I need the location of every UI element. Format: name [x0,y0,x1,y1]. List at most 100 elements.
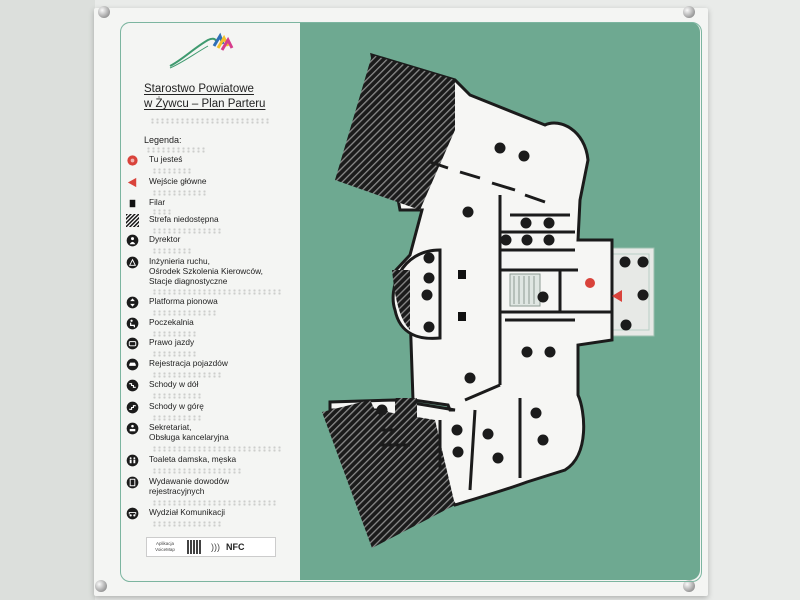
title-line-2: w Żywcu – Plan Parteru [144,98,266,110]
registration-documents-icon [126,476,139,489]
director-icon [126,234,139,247]
braille-text [152,228,222,234]
nfc-strip: Aplikacja VoiceMap ))) NFC [146,537,276,557]
legend-heading: Legenda: [144,135,182,145]
room-icon [543,217,555,229]
braille-text [150,118,270,124]
you-are-here-icon [585,278,595,288]
room-icon [537,434,549,446]
room-icon [637,289,649,301]
legend-item: Strefa niedostępna [126,214,219,227]
room-icon [462,206,474,218]
braille-text [152,168,192,174]
restricted-zone-top [335,55,455,210]
room-icon [452,446,464,458]
legend-label: Schody w górę [149,401,204,411]
legend-label: Platforma pionowa [149,296,218,306]
legend-label: Sekretariat, Obsługa kancelaryjna [149,422,229,442]
braille-text [152,521,222,527]
traffic-engineering-icon [126,256,139,269]
room-icon [423,272,435,284]
restricted-zone-icon [126,214,139,227]
legend-item: Platforma pionowa [126,296,218,309]
braille-text [146,147,206,153]
braille-text [152,289,282,295]
vertical-platform-icon [126,296,139,309]
room-icon [619,256,631,268]
room-icon [520,217,532,229]
logo [168,30,238,75]
legend-item: Sekretariat, Obsługa kancelaryjna [126,422,229,442]
room-icon [500,234,512,246]
legend-item: Schody w górę [126,401,204,414]
room-icon [521,346,533,358]
legend-item: Inżynieria ruchu, Ośrodek Szkolenia Kier… [126,256,263,286]
screw-icon [95,580,107,592]
braille-text [152,446,282,452]
title-line-1: Starostwo Powiatowe [144,83,254,95]
legend-item: Toaleta damska, męska [126,454,236,467]
legend-item: Wydawanie dowodów rejestracyjnych [126,476,229,496]
room-icon [494,142,506,154]
waiting-room-icon [126,317,139,330]
wall-background [0,0,95,600]
legend-item: Wydział Komunikacji [126,507,225,520]
legend-label: Dyrektor [149,234,181,244]
braille-text [152,372,222,378]
braille-text [152,248,192,254]
toilet-icon [126,454,139,467]
main-entrance-icon [127,177,137,188]
pillar-icon [129,199,136,208]
main-entrance-icon [612,290,622,302]
app-label: Aplikacja VoiceMap [155,541,175,552]
room-icon [423,321,435,333]
stairs-up-icon [126,401,139,414]
room-icon [518,150,530,162]
room-icon [464,372,476,384]
pillar-icon [458,270,466,279]
room-icon [620,319,632,331]
room-icon [543,234,555,246]
legend-item: Filar [126,197,165,210]
braille-text [152,209,172,215]
braille-text [152,468,242,474]
legend-item: Tu jesteś [126,154,182,167]
you-are-here-icon [127,155,138,166]
legend-label: Wydawanie dowodów rejestracyjnych [149,476,230,496]
legend-label: Wydział Komunikacji [149,507,226,517]
legend-item: Poczekalnia [126,317,194,330]
room-icon [521,234,533,246]
secretariat-icon [126,422,139,435]
room-icon [492,452,504,464]
legend-label: Prawo jazdy [149,337,195,347]
nfc-label: NFC [226,542,245,552]
stairs [509,273,541,307]
legend-label: Rejestracja pojazdów [149,358,228,368]
legend-label: Poczekalnia [149,317,194,327]
legend-label: Tu jesteś [149,154,183,164]
interior-walls [380,160,612,491]
floor-plan-map [322,52,655,548]
legend-label: Toaleta damska, męska [149,454,237,464]
room-icon [530,407,542,419]
braille-text [152,190,207,196]
room-icon [421,289,433,301]
legend-item: Wejście główne [126,176,207,189]
legend-label: Filar [149,197,166,207]
room-icon [451,424,463,436]
page-title: Starostwo Powiatowe w Żywcu – Plan Parte… [144,82,265,112]
legend-item: Rejestracja pojazdów [126,358,228,371]
room-icon [482,428,494,440]
room-icon [376,404,388,416]
legend-label: Schody w dół [149,379,199,389]
braille-text [152,331,197,337]
room-icon [537,291,549,303]
screw-icon [683,6,695,18]
pillar-icon [458,312,466,321]
restricted-zone-bottom [322,400,455,548]
room-icon [423,252,435,264]
room-icon [637,256,649,268]
vehicle-registration-icon [126,358,139,371]
legend-item: Dyrektor [126,234,180,247]
room-icon [544,346,556,358]
